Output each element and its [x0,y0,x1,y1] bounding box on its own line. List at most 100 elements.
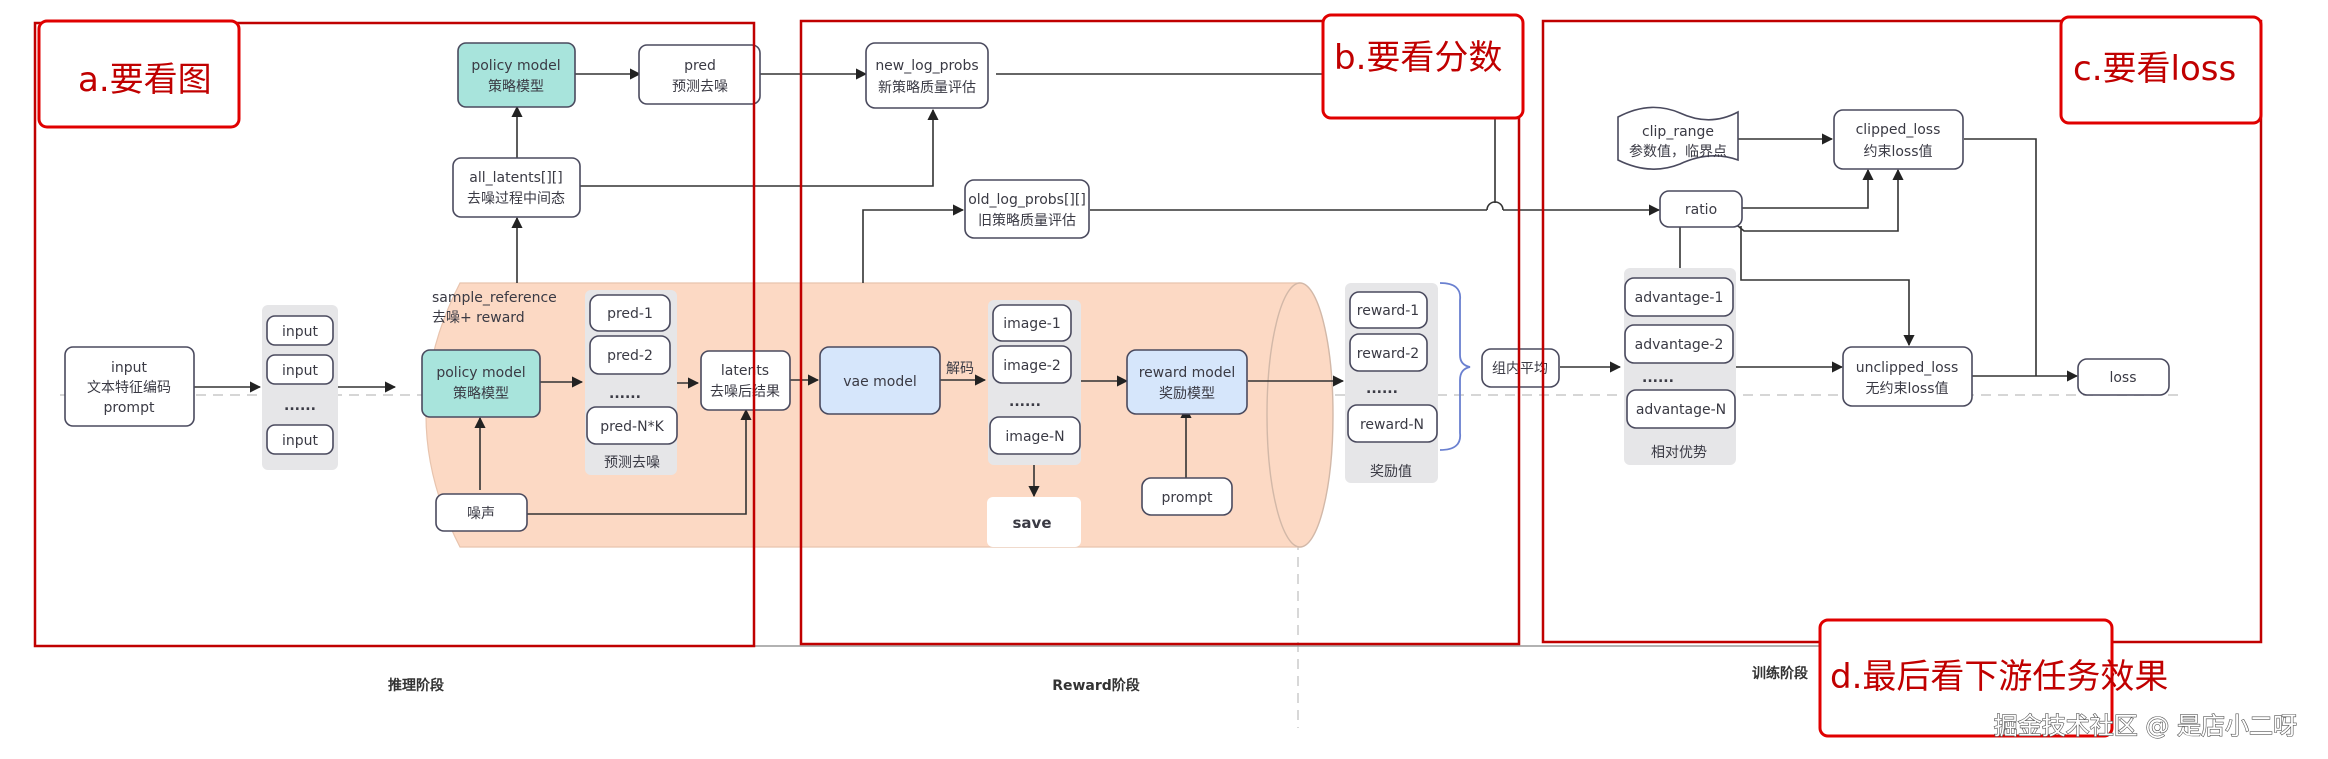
stage-label-inference: 推理阶段 [388,677,444,694]
pred-item [589,294,671,332]
svg-text:策略模型: 策略模型 [453,385,509,402]
svg-text:d.最后看下游任务效果: d.最后看下游任务效果 [1830,657,2168,697]
svg-text:image-N: image-N [1005,429,1064,445]
svg-text:文本特征编码: 文本特征编码 [87,380,171,396]
node-policy-model-inner: policy model 策略模型 [421,349,541,418]
region-b-reward [799,19,1521,646]
node-clip-range: clip_range 参数值，临界点 [1617,106,1739,170]
rewards-list: reward-1 reward-2 ...... reward-N 奖励值 [1347,291,1438,480]
svg-text:advantage-1: advantage-1 [1635,290,1724,306]
node-group-mean: 组内平均 [1481,348,1560,388]
svg-text:input: input [282,324,319,340]
svg-text:policy model: policy model [471,58,560,74]
svg-text:a.要看图: a.要看图 [78,60,212,100]
svg-text:......: ...... [1366,381,1398,397]
svg-text:pred-N*K: pred-N*K [600,419,664,435]
svg-text:预测去噪: 预测去噪 [672,79,728,95]
inputs-list: input input ...... input [266,315,334,455]
node-prompt: prompt [1141,477,1233,516]
svg-text:pred-2: pred-2 [607,348,653,364]
svg-text:advantage-N: advantage-N [1636,402,1726,418]
node-input-prompt: input 文本特征编码 prompt [64,346,195,427]
callout-c: c.要看loss [2059,15,2263,125]
rewards-brace [1439,282,1471,451]
svg-text:......: ...... [1009,394,1041,410]
decode-label: 解码 [946,361,974,377]
node-reward-model: reward model 奖励模型 [1126,349,1248,415]
sample-reference-subtitle: 去噪+ reward [432,310,525,326]
svg-text:reward-2: reward-2 [1357,346,1419,362]
svg-text:......: ...... [284,398,316,414]
region-a-inference [33,21,756,648]
input-item [266,354,334,385]
preds-list: pred-1 pred-2 ...... pred-N*K 预测去噪 [586,294,678,471]
save-label: save [1012,514,1051,532]
svg-text:无约束loss值: 无约束loss值 [1865,381,1948,397]
reward-item [1349,333,1428,372]
advantages-caption: 相对优势 [1651,445,1707,461]
svg-text:all_latents[][]: all_latents[][] [469,170,562,186]
pred-item [589,335,671,375]
stage-label-reward: Reward阶段 [1052,677,1140,694]
svg-text:advantage-2: advantage-2 [1635,337,1724,353]
svg-text:latents: latents [721,363,769,379]
node-noise: 噪声 [435,493,528,532]
svg-text:image-1: image-1 [1003,316,1061,332]
pred-item [586,406,678,445]
node-new-log-probs: new_log_probs 新策略质量评估 [865,42,989,109]
advantages-list: advantage-1 advantage-2 ...... advantage… [1624,277,1736,461]
svg-text:c.要看loss: c.要看loss [2073,49,2236,89]
reward-item [1349,291,1428,329]
svg-text:......: ...... [1642,370,1674,386]
svg-text:reward-N: reward-N [1360,417,1424,433]
svg-text:reward model: reward model [1139,365,1236,381]
svg-text:b.要看分数: b.要看分数 [1334,38,1502,78]
svg-text:策略模型: 策略模型 [488,78,544,95]
node-pred-top: pred 预测去噪 [638,44,761,105]
watermark: 掘金技术社区 @ 是店小二呀 [1994,712,2297,740]
svg-text:去噪过程中间态: 去噪过程中间态 [467,191,565,207]
svg-text:unclipped_loss: unclipped_loss [1856,360,1959,376]
svg-text:prompt: prompt [1162,490,1213,506]
svg-text:input: input [282,433,319,449]
sample-reference-title: sample_reference [432,290,557,306]
node-loss: loss [2077,358,2170,396]
svg-text:ratio: ratio [1685,202,1717,218]
image-item [992,345,1072,384]
svg-text:input: input [111,360,148,376]
callout-b: b.要看分数 [1321,13,1525,120]
svg-text:奖励模型: 奖励模型 [1159,385,1215,402]
node-all-latents: all_latents[][] 去噪过程中间态 [452,157,581,218]
svg-text:约束loss值: 约束loss值 [1863,144,1932,160]
callout-d: d.最后看下游任务效果 [1818,618,2168,738]
node-latents: latents 去噪后结果 [700,350,791,411]
node-vae-model: vae model [819,346,941,415]
reward-item [1347,404,1438,443]
svg-text:prompt: prompt [104,400,155,416]
advantage-item [1624,277,1734,317]
input-item [266,315,334,346]
node-ratio: ratio [1659,190,1743,228]
input-item [266,424,334,455]
svg-text:去噪后结果: 去噪后结果 [710,384,780,400]
images-list: image-1 image-2 ...... image-N [989,304,1081,455]
save-box [987,497,1081,547]
svg-text:pred: pred [684,58,716,74]
node-clipped-loss: clipped_loss 约束loss值 [1833,109,1964,170]
svg-text:old_log_probs[][]: old_log_probs[][] [968,192,1086,208]
callout-a: a.要看图 [37,19,241,129]
svg-text:pred-1: pred-1 [607,306,653,322]
svg-text:clip_range: clip_range [1642,124,1714,140]
preds-caption: 预测去噪 [604,455,660,471]
svg-text:噪声: 噪声 [467,506,495,522]
svg-text:input: input [282,363,319,379]
svg-text:参数值，临界点: 参数值，临界点 [1629,143,1727,160]
node-unclipped-loss: unclipped_loss 无约束loss值 [1842,346,1973,407]
svg-text:loss: loss [2109,370,2136,386]
svg-text:image-2: image-2 [1003,358,1061,374]
node-policy-model-top: policy model 策略模型 [457,42,576,108]
stage-label-training: 训练阶段 [1752,665,1808,682]
advantage-item [1626,389,1736,429]
svg-text:vae model: vae model [843,374,917,390]
